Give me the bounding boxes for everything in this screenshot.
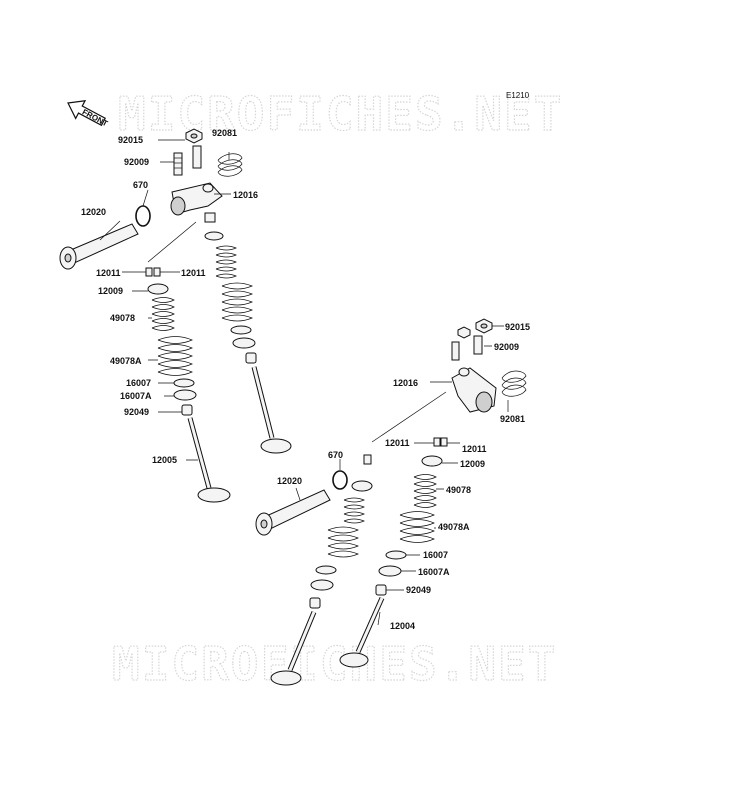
label-12016-b: 12016 xyxy=(393,378,418,388)
oring-670-a xyxy=(135,205,151,227)
label-12009-b: 12009 xyxy=(460,459,485,469)
label-49078A-b: 49078A xyxy=(438,522,470,532)
label-12004: 12004 xyxy=(390,621,415,631)
seal-92049-b xyxy=(375,584,387,596)
oring-670-b xyxy=(332,470,348,490)
front-arrow-icon: FRONT xyxy=(67,99,110,128)
label-16007A-a: 16007A xyxy=(120,391,152,401)
label-12011-b1: 12011 xyxy=(385,438,410,448)
label-16007-a: 16007 xyxy=(126,378,151,388)
valve-12004 xyxy=(339,596,385,668)
label-92009-a: 92009 xyxy=(124,157,149,167)
spring-49078-a xyxy=(151,297,175,331)
leader-lines-left xyxy=(99,139,231,461)
label-16007A-b: 16007A xyxy=(418,567,450,577)
seat-16007A-b xyxy=(378,565,402,577)
label-92015-b: 92015 xyxy=(505,322,530,332)
upper-valve-stack xyxy=(204,231,292,454)
retainer-12009-b xyxy=(421,455,443,467)
label-92049-a: 92049 xyxy=(124,407,149,417)
label-12011-a2: 12011 xyxy=(181,268,206,278)
watermark-bottom: MICROFICHES.NET xyxy=(112,637,557,691)
label-92015-a: 92015 xyxy=(118,135,143,145)
front-label: FRONT xyxy=(81,107,110,128)
seal-92049-a xyxy=(181,404,193,416)
label-92049-b: 92049 xyxy=(406,585,431,595)
screw-92009-a xyxy=(173,152,183,176)
screw-92009-b xyxy=(473,335,483,355)
rocker-shaft-12020-b xyxy=(255,489,331,536)
rocker-arm-12016-b xyxy=(451,367,497,413)
keepers-12011-b xyxy=(363,437,448,465)
label-670-a: 670 xyxy=(133,180,148,190)
part-labels: 92015 92081 92009 670 12016 12020 12011 … xyxy=(81,128,530,631)
screw-92009-a2 xyxy=(192,145,202,169)
diagram-code: E1210 xyxy=(506,91,530,100)
label-49078-a: 49078 xyxy=(110,313,135,323)
label-12020-b: 12020 xyxy=(277,476,302,486)
label-12009-a: 12009 xyxy=(98,286,123,296)
screw-92009-b2 xyxy=(451,341,460,361)
rocker-shaft-12020-a xyxy=(59,223,139,270)
label-12005: 12005 xyxy=(152,455,177,465)
spring-92081-a xyxy=(217,153,243,177)
nut-92015-a xyxy=(185,128,203,144)
spring-49078-b xyxy=(413,474,437,508)
label-12011-b2: 12011 xyxy=(462,444,487,454)
label-49078A-a: 49078A xyxy=(110,356,142,366)
label-92081-a: 92081 xyxy=(212,128,237,138)
keepers-12011-a xyxy=(145,267,161,277)
label-16007-b: 16007 xyxy=(423,550,448,560)
nut-small-b xyxy=(457,326,471,339)
leader-lines-right xyxy=(295,325,509,626)
label-12020-a: 12020 xyxy=(81,207,106,217)
rocker-arm-12016-a xyxy=(170,182,223,223)
nut-92015-b xyxy=(475,318,493,334)
lower-valve-stack xyxy=(270,480,373,686)
spring-49078A-a xyxy=(157,336,193,376)
spring-92081-b xyxy=(501,370,527,397)
label-12011-a1: 12011 xyxy=(96,268,121,278)
seat-16007A-a xyxy=(173,389,197,401)
watermark-top: MICROFICHES.NET xyxy=(118,87,563,141)
label-92081-b: 92081 xyxy=(500,414,525,424)
retainer-12009-a xyxy=(147,283,169,295)
label-92009-b: 92009 xyxy=(494,342,519,352)
spring-49078A-b xyxy=(399,511,435,543)
seat-16007-b xyxy=(385,550,407,560)
label-12016-a: 12016 xyxy=(233,190,258,200)
label-670-b: 670 xyxy=(328,450,343,460)
seat-16007-a xyxy=(173,378,195,388)
label-49078-b: 49078 xyxy=(446,485,471,495)
valve-12005 xyxy=(187,417,231,503)
